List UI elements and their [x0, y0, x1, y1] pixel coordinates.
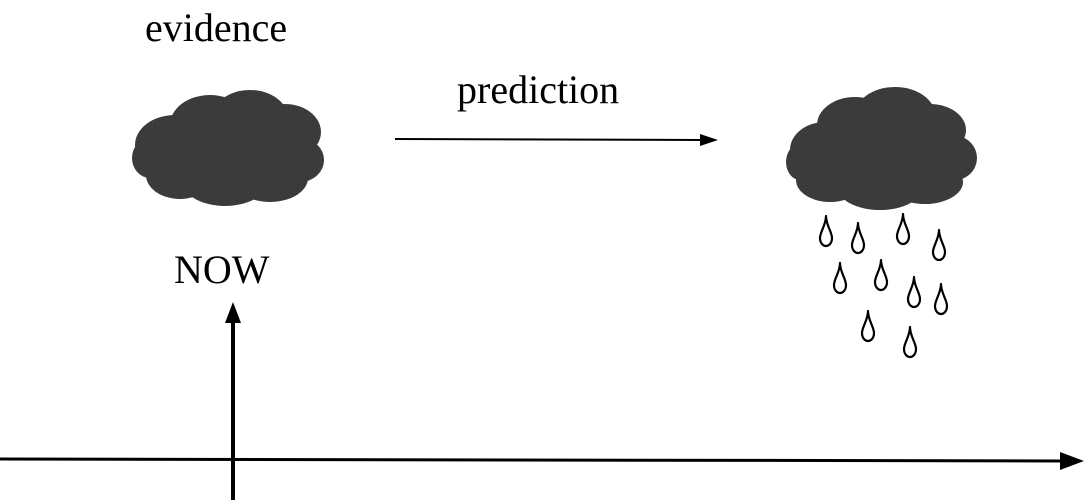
- time-axis: [0, 452, 1084, 470]
- raindrop-icon: [933, 282, 949, 316]
- raindrop-icon: [873, 258, 889, 292]
- rain-cloud-icon: [786, 87, 977, 210]
- now-label: NOW: [174, 247, 270, 292]
- evidence-label: evidence: [145, 5, 288, 50]
- raindrop-icon: [850, 221, 866, 255]
- raindrop-icon: [906, 275, 922, 309]
- prediction-label: prediction: [457, 67, 620, 112]
- raindrop-icon: [818, 214, 834, 248]
- raindrop-icon: [931, 228, 947, 262]
- now-arrow: [225, 302, 241, 500]
- raindrop-icon: [895, 212, 911, 246]
- raindrop-icon: [860, 309, 876, 343]
- storm-cloud-icon: [132, 90, 324, 206]
- raindrops: [818, 212, 949, 359]
- raindrop-icon: [832, 261, 848, 295]
- raindrop-icon: [902, 325, 918, 359]
- prediction-arrow: [394, 134, 718, 146]
